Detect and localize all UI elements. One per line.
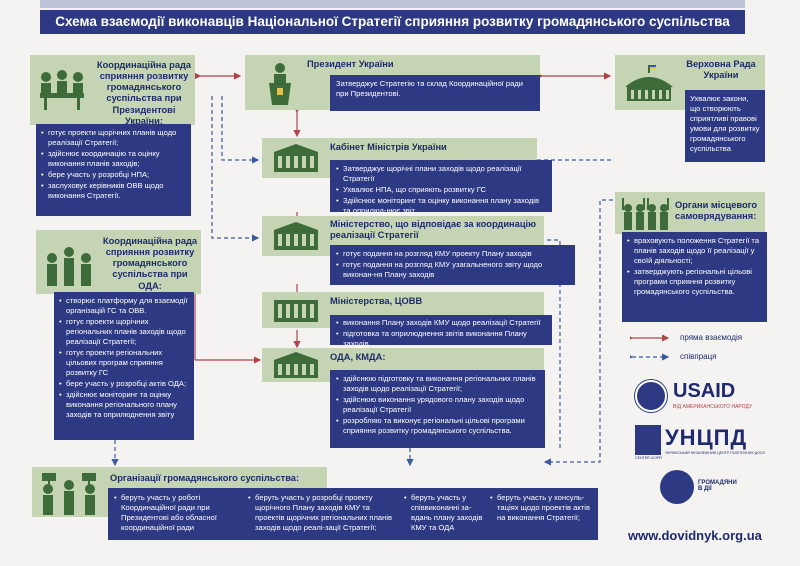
- list-item: готує проекти щорічних регіональних план…: [59, 317, 189, 347]
- ucipr-text: УНЦПД: [665, 425, 748, 450]
- meeting-icon: [34, 67, 90, 115]
- list-item: беруть участь у консуль-таціях щодо прое…: [490, 493, 590, 523]
- president-header: Президент України: [307, 59, 394, 69]
- hromadiany-logo: ГРОМАДЯНИ В ДІЇ: [660, 470, 770, 510]
- hromadiany-text: ГРОМАДЯНИ В ДІЇ: [698, 480, 737, 492]
- legend-coop: співпраця: [630, 352, 780, 361]
- cso-list: беруть участь у роботі Координаційної ра…: [108, 488, 598, 540]
- people-group-icon: [42, 244, 96, 288]
- ministries-list: виконання Плану заходів КМУ щодо реаліза…: [330, 315, 552, 348]
- list-item: здійснює координацію та оцінку виконання…: [41, 149, 186, 169]
- page-title: Схема взаємодії виконавців Національної …: [40, 10, 745, 34]
- ministry-building-icon: [270, 220, 322, 252]
- list-item: Здійснює моніторинг та оцінку виконання …: [336, 196, 546, 216]
- direct-arrow-icon: [630, 333, 670, 342]
- legend: пряма взаємодія співпраця: [630, 333, 780, 361]
- coord-oda-header: Координаційна рада сприяння розвитку гро…: [102, 236, 198, 291]
- cso-header: Організації громадянського суспільства:: [110, 473, 300, 483]
- site-link[interactable]: www.dovidnyk.org.ua: [628, 528, 762, 543]
- list-item: затверджують регіональні цільові програм…: [627, 267, 762, 297]
- list-item: бере участь у розробці НПА;: [41, 170, 186, 180]
- ministry-main-header: Міністерство, що відповідає за координац…: [330, 219, 537, 241]
- ucipr-logo: УНЦПД УКРАЇНСЬКИЙ НЕЗАЛЕЖНИЙ ЦЕНТР ПОЛІТ…: [635, 425, 765, 463]
- list-item: здійснюю підготовку та виконання регіона…: [336, 374, 539, 394]
- cabinet-header: Кабінет Міністрів України: [330, 142, 447, 152]
- top-strip: [40, 0, 745, 8]
- list-item: бере участь у розробці актів ОДА;: [59, 379, 189, 389]
- local-gov-header: Органи місцевого самоврядування:: [675, 200, 758, 222]
- list-item: враховують положення Стратегії та планів…: [627, 236, 762, 266]
- legend-coop-label: співпраця: [680, 352, 717, 361]
- oda-building-icon: [270, 350, 322, 380]
- ucipr-emblem-icon: [635, 425, 661, 455]
- usaid-sub: ВІД АМЕРИКАНСЬКОГО НАРОДУ: [673, 404, 753, 410]
- legend-direct-label: пряма взаємодія: [680, 333, 743, 342]
- list-item: заслуховує керівників ОВВ щодо виконання…: [41, 181, 186, 201]
- local-gov-list: враховують положення Стратегії та планів…: [622, 232, 767, 322]
- ucipr-sub: УКРАЇНСЬКИЙ НЕЗАЛЕЖНИЙ ЦЕНТР ПОЛІТИЧНИХ …: [665, 451, 765, 455]
- coop-arrow-icon: [630, 352, 670, 361]
- cabinet-list: Затверджує щорічні плани заходів щодо ре…: [330, 160, 552, 215]
- ministry-main-list: готує подання на розгляд КМУ проекту Пла…: [330, 245, 575, 285]
- raised-hands-icon: [621, 196, 671, 232]
- list-item: здійснює моніторинг та оцінку виконання …: [59, 390, 189, 420]
- oda-header: ОДА, КМДА:: [330, 352, 386, 362]
- coord-oda-panel: Координаційна рада сприяння розвитку гро…: [36, 230, 201, 294]
- coord-president-header: Координаційна рада сприяння розвитку гро…: [96, 60, 192, 126]
- ministries-header: Міністерства, ЦОВВ: [330, 296, 423, 306]
- ucipr-small: CENTER UCIPR: [635, 456, 662, 460]
- list-item: виконання Плану заходів КМУ щодо реаліза…: [336, 318, 546, 328]
- list-item: підготовка та оприлюднення звітів викона…: [336, 329, 546, 349]
- rada-text: Ухвалює закони, що створюють сприятливі …: [685, 90, 765, 162]
- ministries-building-icon: [270, 296, 322, 324]
- list-item: беруть участь у роботі Координаційної ра…: [114, 493, 242, 533]
- coord-president-panel: Координаційна рада сприяння розвитку гро…: [30, 55, 195, 126]
- usaid-text: USAID: [673, 380, 736, 402]
- rada-header: Верховна Рада України: [686, 59, 756, 81]
- cso-column-2: беруть участь у розробці проекту щорічно…: [248, 493, 398, 535]
- coord-oda-list: створює платформу для взаємодії організа…: [54, 292, 194, 440]
- protest-group-icon: [38, 471, 100, 515]
- coord-president-list: готує проекти щорічних планів щодо реалі…: [36, 124, 191, 216]
- list-item: створює платформу для взаємодії організа…: [59, 296, 189, 316]
- parliament-icon: [621, 65, 677, 105]
- list-item: здійснюю виконання урядового плану заход…: [336, 395, 539, 415]
- list-item: готує подання на розгляд КМУ проекту Пла…: [336, 249, 569, 259]
- cso-column-1: беруть участь у роботі Координаційної ра…: [114, 493, 242, 535]
- list-item: беруть участь у розробці проекту щорічно…: [248, 493, 398, 533]
- legend-direct: пряма взаємодія: [630, 333, 780, 342]
- podium-icon: [263, 61, 297, 105]
- cso-column-3: беруть участь у співвиконанні за-вдань п…: [404, 493, 484, 535]
- list-item: готує подання на розгляд КМУ узагальнено…: [336, 260, 569, 280]
- list-item: Ухвалює НПА, що сприяють розвитку ГС: [336, 185, 546, 195]
- list-item: беруть участь у співвиконанні за-вдань п…: [404, 493, 484, 533]
- list-item: готує проекти регіональних цільових прог…: [59, 348, 189, 378]
- list-item: розробляю та виконує регіональні цільові…: [336, 416, 539, 436]
- government-building-icon: [270, 142, 322, 174]
- list-item: Затверджує щорічні плани заходів щодо ре…: [336, 164, 546, 184]
- usaid-logo: USAID ВІД АМЕРИКАНСЬКОГО НАРОДУ: [635, 378, 765, 416]
- local-gov-panel: Органи місцевого самоврядування:: [615, 192, 765, 234]
- usaid-seal-icon: [635, 380, 667, 412]
- hromadiany-circle-icon: [660, 470, 694, 504]
- president-text: Затверджує Стратегію та склад Координаці…: [330, 75, 540, 111]
- list-item: готує проекти щорічних планів щодо реалі…: [41, 128, 186, 148]
- cso-column-4: беруть участь у консуль-таціях щодо прое…: [490, 493, 590, 535]
- oda-list: здійснюю підготовку та виконання регіона…: [330, 370, 545, 448]
